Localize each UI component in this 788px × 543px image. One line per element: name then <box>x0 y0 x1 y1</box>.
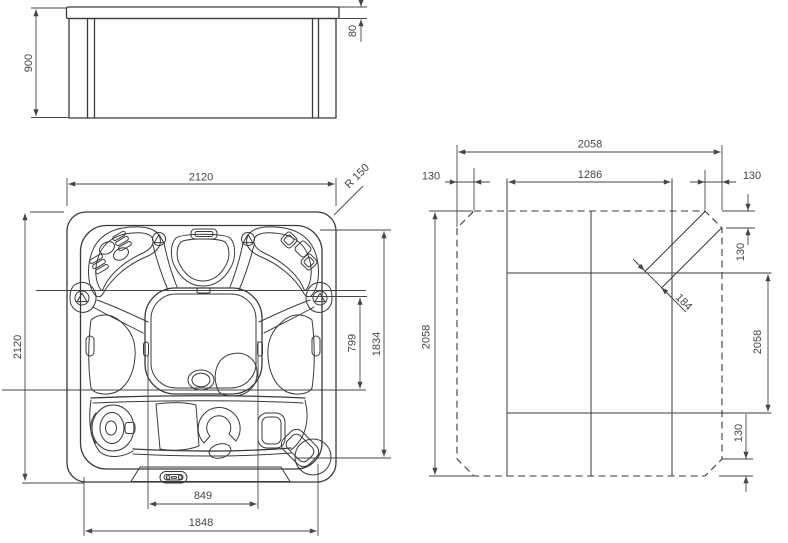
dim-label-frame-spacing: 1286 <box>578 169 602 181</box>
dim-rim-thickness <box>339 0 367 42</box>
jet-cluster-icon <box>89 230 132 275</box>
reference-lines <box>2 290 366 391</box>
tub-interior <box>69 226 333 484</box>
dim-side-height <box>31 7 68 118</box>
seat-top-center <box>170 228 236 287</box>
tub-outer-edge <box>66 211 337 483</box>
corner-chamfer-panel <box>644 211 722 289</box>
side-elevation-view: 900 80 <box>23 0 367 119</box>
diamond-jet-icon <box>280 231 318 271</box>
corner-filter-housing <box>280 428 332 476</box>
seat-left-corner <box>88 226 161 298</box>
bench-right <box>267 314 315 395</box>
filter-lid-icon <box>294 438 332 476</box>
lounger-side-pillow <box>257 412 286 449</box>
base-frame-rails <box>506 178 772 477</box>
control-panel <box>159 471 188 484</box>
dim-chamfer-top-left <box>445 168 490 210</box>
dim-label-seat-to-lounger: 799 <box>347 334 359 352</box>
dim-chamfer-right-bottom <box>719 414 753 492</box>
dim-chamfer-top-right <box>690 170 736 210</box>
dim-base-width-top <box>456 145 723 227</box>
footwell <box>85 287 321 397</box>
dim-label-base-width: 1848 <box>189 517 213 529</box>
speaker-jet-icon <box>90 404 136 452</box>
dim-base-height-left <box>429 210 473 477</box>
dim-label-corner-radius: R 150 <box>343 162 372 191</box>
dim-label-chamfer-length: 184 <box>673 292 694 313</box>
dim-seat-to-lounger <box>308 296 367 389</box>
dim-lounger-width <box>147 341 259 509</box>
dim-label-interior-length: 1834 <box>371 332 383 356</box>
top-view: 2120 R 150 2120 1834 799 849 <box>2 162 391 536</box>
dim-plan-depth-left <box>22 211 84 484</box>
dim-label-chamfer-right-bottom: 130 <box>733 424 745 442</box>
dim-label-base-height-right: 2058 <box>752 330 764 354</box>
grab-bar <box>196 287 211 294</box>
dim-label-base-height-left: 2058 <box>421 325 433 349</box>
dim-base-width <box>83 464 319 536</box>
headrest-pillow <box>190 228 218 240</box>
dim-interior-length <box>296 229 391 459</box>
base-plan-view: 2058 130 1286 130 130 2058 <box>421 139 772 492</box>
cabinet-profile <box>65 6 340 119</box>
dim-label-chamfer-top-left: 130 <box>422 171 440 183</box>
divider-arms <box>92 242 315 334</box>
base-outline-dashed <box>456 210 723 477</box>
lounger-horseshoe-pillow <box>197 406 241 459</box>
dim-label-chamfer-top-right: 130 <box>743 170 761 182</box>
air-valve-pod-left <box>69 281 97 313</box>
dim-chamfer-length <box>632 258 687 313</box>
dim-label-lounger-width: 849 <box>194 490 212 502</box>
dim-label-chamfer-right-top: 130 <box>735 243 747 261</box>
air-valve-pod-right <box>305 281 333 313</box>
dim-label-plan-width-top: 2120 <box>189 172 213 184</box>
dim-chamfer-right-top <box>722 194 755 245</box>
dim-plan-width-top <box>66 178 337 206</box>
skirt-step <box>130 466 291 484</box>
dim-label-rim-thickness: 80 <box>347 25 359 37</box>
lounger-seat-panel <box>155 402 200 451</box>
bench-left <box>88 314 136 395</box>
dim-corner-radius-leader <box>333 185 364 216</box>
dim-label-side-height: 900 <box>23 54 35 72</box>
seat-right-corner <box>246 226 319 298</box>
drain-icon <box>187 369 215 391</box>
tub-inner-rim <box>79 224 323 470</box>
dim-label-plan-depth-left: 2120 <box>12 335 24 359</box>
air-valve-icons-top <box>152 232 255 246</box>
lounger <box>89 395 332 476</box>
dim-label-base-width-top: 2058 <box>578 139 602 151</box>
